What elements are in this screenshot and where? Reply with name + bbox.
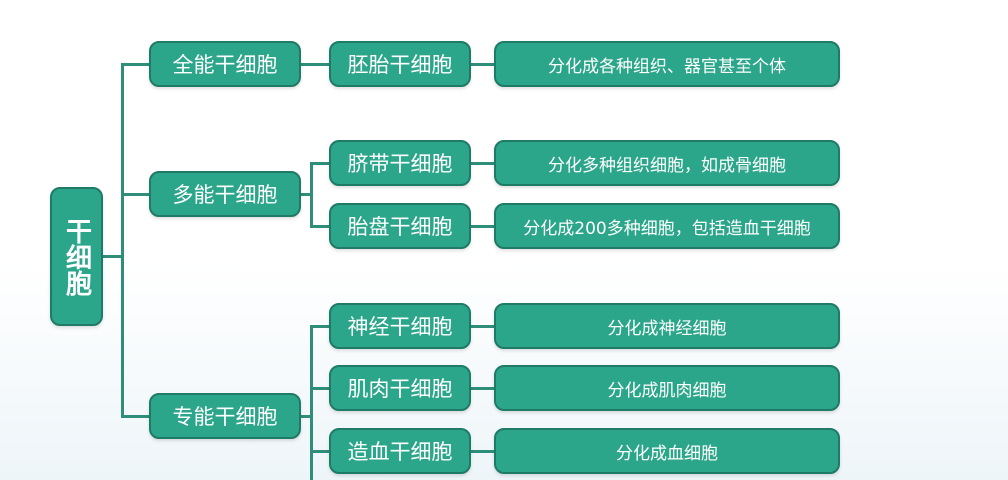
- connector-branch-2: [121, 193, 150, 196]
- connector-b2-vertical: [310, 162, 313, 227]
- connector-desc-1: [471, 63, 495, 66]
- connector-b3-stub: [300, 415, 312, 418]
- connector-trunk: [121, 64, 124, 417]
- cell-node-neural: 神经干细胞: [329, 303, 471, 349]
- root-node: 干细胞: [50, 187, 103, 326]
- cell-node-hematopoietic: 造血干细胞: [329, 428, 471, 474]
- desc-node-muscle: 分化成肌肉细胞: [494, 365, 840, 411]
- connector-branch-1: [121, 63, 150, 66]
- connector-root: [103, 255, 123, 258]
- connector-desc-4: [471, 325, 495, 328]
- connector-desc-2: [471, 162, 495, 165]
- desc-node-umbilical: 分化多种组织细胞，如成骨细胞: [494, 140, 840, 186]
- cell-node-muscle: 肌肉干细胞: [329, 365, 471, 411]
- connector-desc-5: [471, 387, 495, 390]
- connector-b3-child-2: [310, 387, 329, 390]
- connector-b2-stub: [300, 193, 312, 196]
- branch-node-totipotent: 全能干细胞: [149, 41, 301, 87]
- cell-node-placental: 胎盘干细胞: [329, 203, 471, 249]
- desc-node-embryonic: 分化成各种组织、器官甚至个体: [494, 41, 840, 87]
- branch-node-pluripotent: 多能干细胞: [149, 171, 301, 217]
- connector-b3-child-1: [310, 325, 329, 328]
- connector-branch-3: [121, 415, 150, 418]
- connector-b1-child: [300, 63, 329, 66]
- connector-b3-child-3: [310, 450, 329, 453]
- connector-desc-3: [471, 225, 495, 228]
- connector-b3-vertical: [310, 325, 313, 480]
- connector-b2-child-1: [310, 162, 329, 165]
- connector-b2-child-2: [310, 225, 329, 228]
- cell-node-umbilical: 脐带干细胞: [329, 140, 471, 186]
- desc-node-placental: 分化成200多种细胞，包括造血干细胞: [494, 203, 840, 249]
- connector-desc-6: [471, 450, 495, 453]
- cell-node-embryonic: 胚胎干细胞: [329, 41, 471, 87]
- branch-node-unipotent: 专能干细胞: [149, 393, 301, 439]
- desc-node-neural: 分化成神经细胞: [494, 303, 840, 349]
- desc-node-hematopoietic: 分化成血细胞: [494, 428, 840, 474]
